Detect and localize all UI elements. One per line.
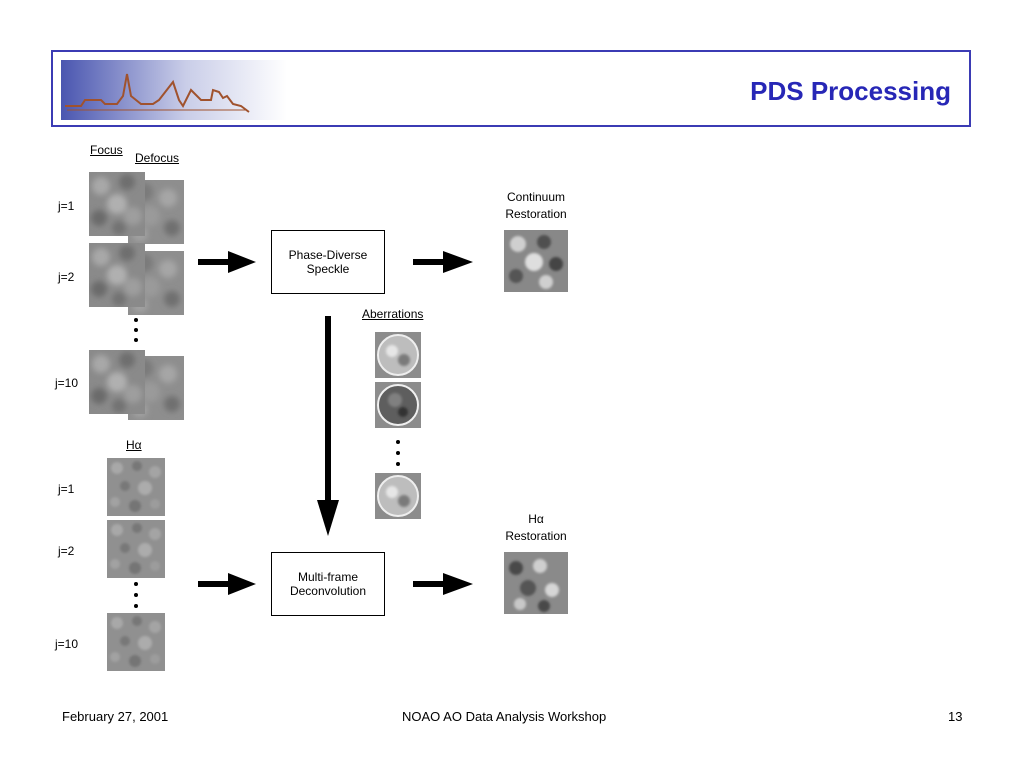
focus-image-j1 xyxy=(89,172,145,236)
arrow-to-halpha-restoration xyxy=(413,573,473,595)
aberration-image-3 xyxy=(375,473,421,519)
ellipsis-dot xyxy=(134,318,138,322)
defocus-label: Defocus xyxy=(135,151,180,165)
slide-title: PDS Processing xyxy=(750,76,951,106)
halpha-image-j10 xyxy=(107,613,165,671)
observatory-skyline-logo xyxy=(61,60,287,120)
arrow-pds-to-mfd xyxy=(317,316,339,536)
slide-header: PDS Processing xyxy=(51,50,971,127)
arrow-to-mfd xyxy=(198,573,256,595)
arrow-to-pds xyxy=(198,251,256,273)
ellipsis-dot xyxy=(134,604,138,608)
ellipsis-dot xyxy=(134,328,138,332)
continuum-restoration-label: Continuum Restoration xyxy=(505,190,567,221)
aberration-image-1 xyxy=(375,332,421,378)
halpha-header: Hα xyxy=(126,438,142,452)
footer-date: February 27, 2001 xyxy=(62,709,169,724)
ellipsis-dot xyxy=(134,593,138,597)
footer-page-number: 13 xyxy=(948,709,963,724)
continuum-row-label-j1: j=1 xyxy=(58,199,75,213)
focus-image-j2 xyxy=(89,243,145,307)
continuum-row-label-j10: j=10 xyxy=(55,376,79,390)
multi-frame-deconvolution-box: Multi-frame Deconvolution xyxy=(271,552,385,616)
halpha-row-label-j1: j=1 xyxy=(58,482,75,496)
focus-label: Focus xyxy=(90,143,123,157)
halpha-row-label-j2: j=2 xyxy=(58,544,75,558)
aberrations-label: Aberrations xyxy=(362,307,424,321)
halpha-row-label-j10: j=10 xyxy=(55,637,79,651)
halpha-restoration-image xyxy=(504,552,568,614)
ellipsis-dot xyxy=(134,582,138,586)
continuum-restoration-image xyxy=(504,230,568,292)
halpha-image-j2 xyxy=(107,520,165,578)
aberration-image-2 xyxy=(375,382,421,428)
arrow-to-continuum-restoration xyxy=(413,251,473,273)
focus-image-j10 xyxy=(89,350,145,414)
continuum-row-label-j2: j=2 xyxy=(58,270,75,284)
footer-title: NOAO AO Data Analysis Workshop xyxy=(402,709,607,724)
halpha-image-j1 xyxy=(107,458,165,516)
ellipsis-dot xyxy=(396,451,400,455)
halpha-restoration-label: Hα Restoration xyxy=(505,512,567,543)
ellipsis-dot xyxy=(134,338,138,342)
ellipsis-dot xyxy=(396,462,400,466)
ellipsis-dot xyxy=(396,440,400,444)
phase-diverse-speckle-box: Phase-Diverse Speckle xyxy=(271,230,385,294)
